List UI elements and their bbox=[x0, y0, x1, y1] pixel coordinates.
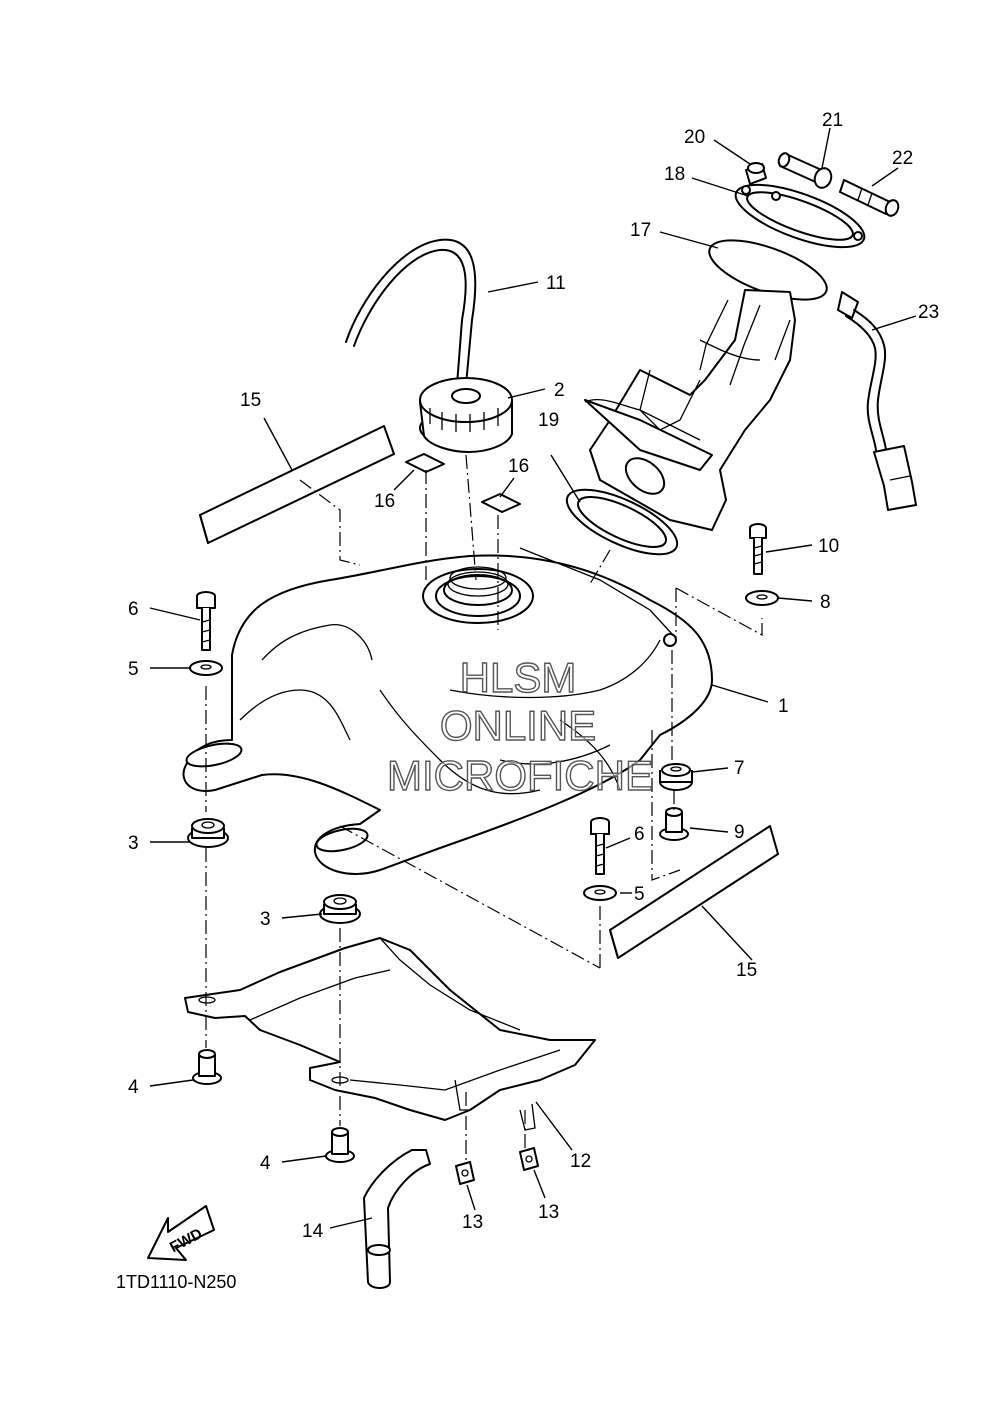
diagram-code: 1TD1110-N250 bbox=[116, 1272, 236, 1292]
assembly-lines bbox=[205, 454, 763, 1162]
callout-23: 23 bbox=[918, 302, 939, 323]
damper-strip-upper[interactable] bbox=[199, 425, 395, 544]
callout-21: 21 bbox=[822, 110, 843, 131]
callout-5-upper: 5 bbox=[128, 659, 139, 680]
pump-fastener[interactable] bbox=[745, 162, 767, 185]
callout-4-right: 4 bbox=[260, 1153, 271, 1174]
pad-left[interactable] bbox=[405, 453, 445, 473]
fuel-pump-assembly[interactable] bbox=[584, 228, 834, 531]
callout-13-right: 13 bbox=[538, 1202, 559, 1223]
pump-gasket[interactable] bbox=[558, 477, 685, 568]
callout-19: 19 bbox=[538, 410, 559, 431]
callout-1: 1 bbox=[778, 696, 789, 717]
drain-hose[interactable] bbox=[363, 1149, 431, 1289]
callout-17: 17 bbox=[630, 220, 651, 241]
callout-11: 11 bbox=[546, 273, 566, 294]
hose-nipple[interactable] bbox=[839, 179, 900, 218]
callout-22: 22 bbox=[892, 148, 913, 169]
bolt-6-upper[interactable] bbox=[196, 591, 216, 651]
washer-8[interactable] bbox=[745, 590, 779, 606]
callout-16-right: 16 bbox=[508, 456, 529, 477]
callout-20: 20 bbox=[684, 127, 705, 148]
forward-arrow-icon: FWD bbox=[147, 1205, 215, 1261]
fuel-cap[interactable] bbox=[419, 377, 513, 453]
watermark-line-1: HLSM bbox=[460, 654, 577, 701]
callout-3-lower: 3 bbox=[260, 909, 271, 930]
callout-2: 2 bbox=[554, 380, 565, 401]
pad-right[interactable] bbox=[481, 493, 521, 513]
callout-3-upper: 3 bbox=[128, 833, 139, 854]
grommet-3-lower[interactable] bbox=[319, 894, 361, 924]
watermark-line-3: MICROFICHE bbox=[387, 752, 653, 799]
collar-4-left[interactable] bbox=[192, 1049, 222, 1085]
bolt-6-lower[interactable] bbox=[590, 817, 610, 875]
clip-13-right[interactable] bbox=[519, 1147, 539, 1171]
callout-13-left: 13 bbox=[462, 1212, 483, 1233]
callout-4-left: 4 bbox=[128, 1077, 139, 1098]
pump-plate[interactable] bbox=[729, 172, 872, 260]
clip-13-left[interactable] bbox=[455, 1161, 475, 1185]
callout-18: 18 bbox=[664, 164, 685, 185]
callout-12: 12 bbox=[570, 1151, 591, 1172]
callout-6-upper: 6 bbox=[128, 599, 139, 620]
fuel-pump-lead[interactable] bbox=[837, 291, 917, 511]
tank-bracket[interactable] bbox=[184, 937, 596, 1131]
watermark: HLSM ONLINE MICROFICHE bbox=[386, 653, 653, 799]
damper-strip-lower[interactable] bbox=[609, 825, 779, 959]
callout-8: 8 bbox=[820, 592, 831, 613]
callout-10: 10 bbox=[818, 536, 839, 557]
callout-6-lower: 6 bbox=[634, 824, 645, 845]
collar-9[interactable] bbox=[659, 807, 689, 841]
bolt-10[interactable] bbox=[749, 523, 767, 575]
leader-lines bbox=[149, 127, 917, 1229]
callout-7: 7 bbox=[734, 758, 745, 779]
washer-5-lower[interactable] bbox=[583, 885, 617, 901]
grommet-7[interactable] bbox=[659, 763, 693, 791]
callout-5-lower: 5 bbox=[634, 884, 645, 905]
callout-15-upper: 15 bbox=[240, 390, 261, 411]
callout-14: 14 bbox=[302, 1221, 324, 1242]
callouts: 1 2 3 3 4 4 5 5 6 6 7 8 9 10 11 12 13 13… bbox=[128, 110, 939, 1242]
callout-9: 9 bbox=[734, 822, 745, 843]
callout-16-left: 16 bbox=[374, 491, 395, 512]
collar-4-right[interactable] bbox=[325, 1127, 355, 1163]
grommet-3-upper[interactable] bbox=[187, 818, 229, 848]
washer-5-upper[interactable] bbox=[189, 660, 223, 676]
breather-hose[interactable] bbox=[345, 238, 477, 386]
callout-15-lower: 15 bbox=[736, 960, 757, 981]
fuel-tank[interactable] bbox=[182, 547, 713, 875]
hose-connector[interactable] bbox=[777, 152, 834, 190]
watermark-line-2: ONLINE bbox=[440, 702, 596, 749]
